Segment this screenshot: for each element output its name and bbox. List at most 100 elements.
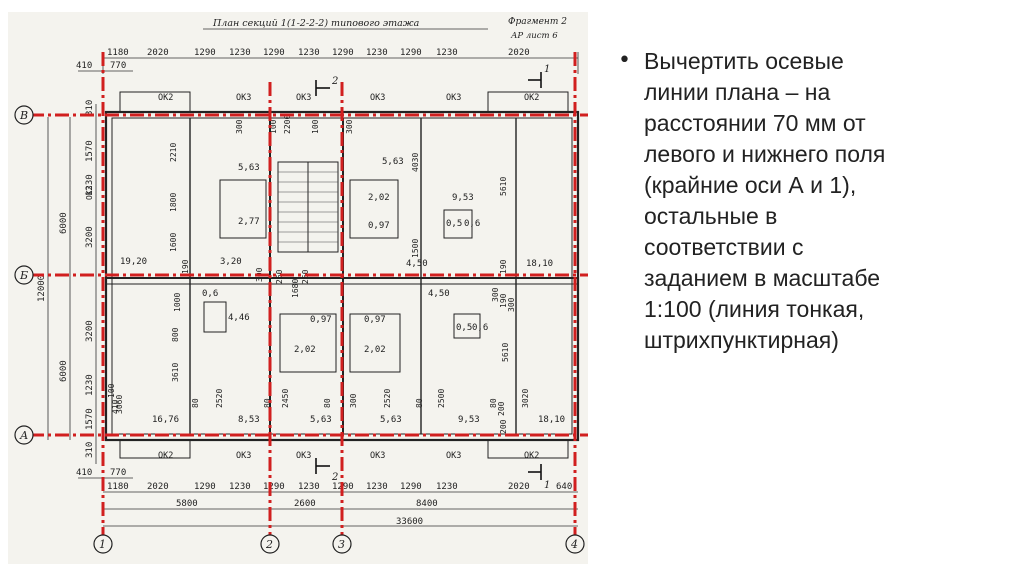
inner-dimension: 100 <box>107 383 116 398</box>
room-area: 2,02 <box>294 345 316 355</box>
inner-dimension: 1000 <box>173 293 182 312</box>
top-dimension: 1290 <box>263 48 285 58</box>
bottom-total: 5800 <box>176 499 198 509</box>
top-dimension: 2020 <box>147 48 169 58</box>
left-dimension: 310 <box>85 100 95 116</box>
room-area: 0,5 <box>456 323 472 333</box>
inner-dimension: 80 <box>191 398 200 408</box>
window-label: ОК2 <box>524 93 539 103</box>
room-area: 3,20 <box>220 257 242 267</box>
fragment-label: Фрагмент 2 <box>508 17 567 27</box>
top-dimension: 1290 <box>400 48 422 58</box>
bottom-dimension: 1230 <box>298 482 320 492</box>
room-area: 5,63 <box>238 163 260 173</box>
room-area: 0,97 <box>368 221 390 231</box>
room-area: 9,53 <box>452 193 474 203</box>
room-area: 2,02 <box>368 193 390 203</box>
top-dimension: 1230 <box>298 48 320 58</box>
window-label: ОК3 <box>236 93 251 103</box>
room-area: 8,53 <box>238 415 260 425</box>
inner-dimension: 1800 <box>169 193 178 212</box>
inner-dimension: 300 <box>507 297 516 312</box>
room-area: 0,6 <box>464 219 480 229</box>
bottom-small-dimension: 770 <box>110 468 126 478</box>
window-label: ОК3 <box>296 93 311 103</box>
balconies <box>119 91 569 459</box>
bottom-total: 2600 <box>294 499 316 509</box>
bottom-dimension: 1290 <box>400 482 422 492</box>
left-dimension: 3200 <box>85 320 95 342</box>
window-label: ОК3 <box>446 451 461 461</box>
axis-label-3: 3 <box>338 538 345 551</box>
room-area: 5,63 <box>310 415 332 425</box>
section-mark-right-bottom: 1 <box>544 480 550 491</box>
window-label: ОК2 <box>524 451 539 461</box>
window-label: ОК2 <box>158 451 173 461</box>
axis-lines <box>30 52 588 552</box>
room-area: 9,53 <box>458 415 480 425</box>
top-dimension: 2020 <box>508 48 530 58</box>
left-sub-lower: 6000 <box>59 360 69 382</box>
room-area: 2,77 <box>238 217 260 227</box>
top-dimension: 1290 <box>194 48 216 58</box>
left-sub-upper: 6000 <box>59 212 69 234</box>
inner-dimension: 190 <box>499 259 508 274</box>
room-area: 5,63 <box>380 415 402 425</box>
window-label: ОК3 <box>296 451 311 461</box>
inner-dimension: 4030 <box>411 153 420 172</box>
top-dimension: 1180 <box>107 48 129 58</box>
window-label: ОК3 <box>370 451 385 461</box>
top-dimension: 1290 <box>332 48 354 58</box>
section-mark-top: 2 <box>331 76 338 87</box>
axis-label-2: 2 <box>265 538 273 551</box>
room-area: 2,02 <box>364 345 386 355</box>
bullet-item: • Вычертить осевые линии плана – на расс… <box>618 46 998 356</box>
inner-dimension: 100 <box>311 119 320 134</box>
top-dimension: 1230 <box>229 48 251 58</box>
sheet-label: АР лист 6 <box>510 31 558 41</box>
inner-dimension: 200 <box>497 401 506 416</box>
inner-dimension: 80 <box>489 398 498 408</box>
inner-dimension: 3610 <box>171 363 180 382</box>
inner-dimension: 1680 <box>291 279 300 298</box>
room-area: 0,97 <box>310 315 332 325</box>
left-overall: 12000 <box>37 275 47 302</box>
axis-label-4: 4 <box>570 538 578 551</box>
overall-length: 33600 <box>396 517 423 527</box>
left-dimension: 1230 <box>85 374 95 396</box>
inner-dimension: 2520 <box>215 389 224 408</box>
bottom-dimension: 640 <box>556 482 572 492</box>
bullet-text: Вычертить осевые линии плана – на рассто… <box>644 48 886 353</box>
inner-dimension: 300 <box>345 119 354 134</box>
inner-dimension: 410 <box>111 399 120 414</box>
bottom-dimension: 1290 <box>194 482 216 492</box>
room-area: 4,50 <box>406 259 428 269</box>
room-area: 0,97 <box>364 315 386 325</box>
inner-dimension: 2200 <box>283 115 292 134</box>
inner-dimension: 100 <box>269 119 278 134</box>
left-dimension: 1570 <box>85 408 95 430</box>
inner-dimension: 190 <box>499 293 508 308</box>
room-area: 0,6 <box>202 289 218 299</box>
room-area: 18,10 <box>538 415 565 425</box>
bottom-dimension: 2020 <box>508 482 530 492</box>
axis-label-a: А <box>19 429 28 442</box>
column-axis-bubbles <box>93 534 585 554</box>
room-area: 0,6 <box>472 323 488 333</box>
bullet-icon: • <box>618 48 631 73</box>
room-area: 4,46 <box>228 313 250 323</box>
inner-dimension: 300 <box>491 287 500 302</box>
bottom-dimension: 1290 <box>263 482 285 492</box>
instruction-bullet: • Вычертить осевые линии плана – на расс… <box>618 46 998 356</box>
drawing-title: План секций 1(1-2-2-2) типового этажа <box>212 18 420 29</box>
section-mark-right-top: 1 <box>544 64 550 75</box>
bottom-dimension: 1230 <box>229 482 251 492</box>
top-dimension: 1230 <box>366 48 388 58</box>
inner-dimension: 1600 <box>169 233 178 252</box>
